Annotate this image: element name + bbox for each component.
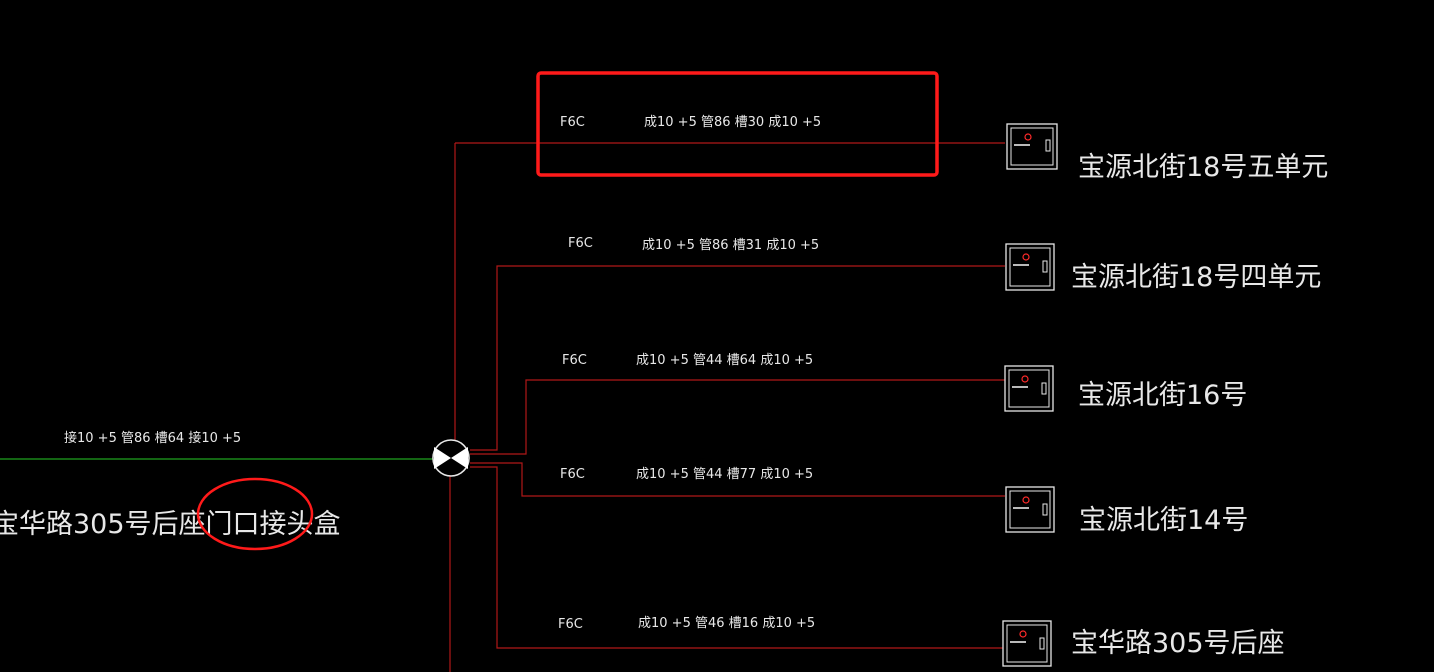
- branch-5-code: F6C: [558, 617, 583, 632]
- branch-route-3: [470, 379, 1005, 455]
- splice-closure-icon[interactable]: [432, 439, 470, 477]
- branch-3-spec: 成10 +5 管44 槽64 成10 +5: [636, 353, 813, 368]
- branch-3-code: F6C: [562, 353, 587, 368]
- branch-2-destination: 宝源北街18号四单元: [1071, 262, 1321, 293]
- branch-1-code: F6C: [560, 115, 585, 130]
- fiber-distribution-box-icon[interactable]: [1004, 365, 1054, 412]
- branch-2-code: F6C: [568, 236, 593, 251]
- trunk-spec-label: 接10 +5 管86 槽64 接10 +5: [64, 430, 241, 446]
- branch-1-spec: 成10 +5 管86 槽30 成10 +5: [644, 115, 821, 130]
- fiber-distribution-box-icon[interactable]: [1006, 123, 1058, 170]
- branch-3-destination: 宝源北街16号: [1078, 380, 1247, 411]
- branch-2-spec: 成10 +5 管86 槽31 成10 +5: [642, 238, 819, 253]
- branch-route-2: [470, 265, 1005, 451]
- branch-route-4: [470, 462, 1005, 497]
- highlight-rectangle: [536, 71, 939, 177]
- fiber-distribution-box-icon[interactable]: [1005, 486, 1055, 533]
- branch-1-destination: 宝源北街18号五单元: [1078, 152, 1328, 183]
- branch-4-spec: 成10 +5 管44 槽77 成10 +5: [636, 467, 813, 482]
- highlight-ellipse: [196, 477, 314, 551]
- branch-routes: [455, 142, 1005, 649]
- source-location-label: 宝华路305号后座门口接头盒: [0, 509, 341, 540]
- branch-route-5: [470, 466, 1003, 649]
- branch-4-code: F6C: [560, 467, 585, 482]
- fiber-distribution-box-icon[interactable]: [1005, 243, 1055, 291]
- fiber-distribution-box-icon[interactable]: [1002, 620, 1052, 667]
- branch-4-destination: 宝源北街14号: [1079, 505, 1248, 536]
- branch-5-destination: 宝华路305号后座: [1071, 628, 1285, 659]
- branch-5-spec: 成10 +5 管46 槽16 成10 +5: [638, 616, 815, 631]
